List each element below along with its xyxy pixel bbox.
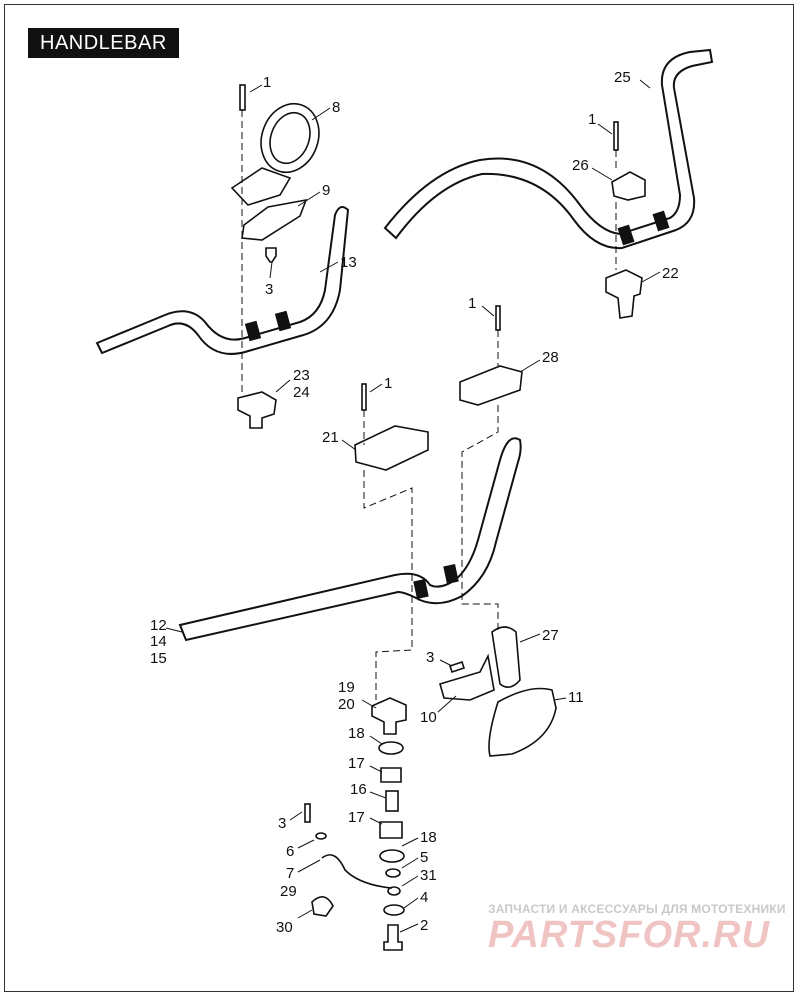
callout-11: 11 bbox=[568, 689, 584, 706]
clamp-28 bbox=[459, 365, 523, 406]
callout-4: 4 bbox=[420, 889, 428, 906]
callout-14: 14 bbox=[150, 633, 167, 650]
callout-1-a: 1 bbox=[263, 74, 271, 91]
clamp-21 bbox=[354, 425, 429, 471]
callout-27: 27 bbox=[542, 627, 559, 644]
leader-lines bbox=[165, 79, 661, 933]
callout-5: 5 bbox=[420, 849, 428, 866]
callout-7: 7 bbox=[286, 865, 294, 882]
callout-10: 10 bbox=[420, 709, 437, 726]
washer-18-upper bbox=[378, 741, 404, 755]
bolt-3-lower-left bbox=[304, 803, 311, 823]
diagram-frame bbox=[4, 4, 794, 992]
callout-25: 25 bbox=[614, 69, 631, 86]
washer-4 bbox=[383, 904, 405, 916]
part-8-clamp bbox=[230, 102, 320, 206]
callout-31: 31 bbox=[420, 867, 437, 884]
callout-23: 23 bbox=[293, 367, 310, 384]
diagram-title: HANDLEBAR bbox=[28, 28, 179, 58]
bolt-3-upper-left bbox=[265, 247, 277, 263]
bolt-2 bbox=[383, 924, 403, 951]
bolt-1-right bbox=[613, 121, 619, 151]
callout-20: 20 bbox=[338, 696, 355, 713]
callout-3-b: 3 bbox=[426, 649, 434, 666]
callout-18-a: 18 bbox=[348, 725, 365, 742]
callout-1-b: 1 bbox=[588, 111, 596, 128]
callout-26: 26 bbox=[572, 157, 589, 174]
callout-2: 2 bbox=[420, 917, 428, 934]
handlebar-13 bbox=[95, 205, 350, 355]
sleeve-16 bbox=[385, 790, 399, 812]
bushing-17-upper bbox=[380, 767, 402, 783]
callout-24: 24 bbox=[293, 384, 310, 401]
riser-19-20 bbox=[371, 697, 407, 735]
callout-16: 16 bbox=[350, 781, 367, 798]
washer-18-lower bbox=[379, 849, 405, 863]
callout-labels: 1 8 9 3 13 1 25 26 22 1 28 23 24 1 21 12… bbox=[150, 69, 679, 936]
callout-3-a: 3 bbox=[265, 281, 273, 298]
washer-5 bbox=[385, 868, 401, 878]
callout-1-d: 1 bbox=[384, 375, 392, 392]
clip-30 bbox=[311, 896, 334, 917]
callout-21: 21 bbox=[322, 429, 339, 446]
nut-31 bbox=[387, 886, 401, 896]
callout-17-a: 17 bbox=[348, 755, 365, 772]
bushing-17-lower bbox=[379, 821, 403, 839]
cable-7-29 bbox=[321, 854, 393, 889]
callout-29: 29 bbox=[280, 883, 297, 900]
riser-22 bbox=[605, 269, 643, 319]
callout-19: 19 bbox=[338, 679, 355, 696]
bolt-1-upper-left bbox=[239, 84, 246, 111]
callout-6: 6 bbox=[286, 843, 294, 860]
bolt-3-right bbox=[448, 660, 466, 674]
cover-27 bbox=[491, 626, 521, 688]
clamp-26 bbox=[611, 171, 646, 201]
callout-9: 9 bbox=[322, 182, 330, 199]
riser-23-24 bbox=[237, 391, 277, 429]
handlebar-25 bbox=[383, 48, 714, 250]
callout-22: 22 bbox=[662, 265, 679, 282]
cover-11 bbox=[488, 687, 557, 757]
callout-1-c: 1 bbox=[468, 295, 476, 312]
callout-15: 15 bbox=[150, 650, 167, 667]
watermark-tagline: ЗАПЧАСТИ И АКСЕССУАРЫ ДЛЯ МОТОТЕХНИКИ bbox=[488, 902, 786, 916]
part-9-bracket bbox=[241, 198, 308, 241]
callout-3-c: 3 bbox=[278, 815, 286, 832]
alignment-lines bbox=[241, 110, 617, 700]
bracket-10 bbox=[439, 653, 495, 701]
callout-8: 8 bbox=[332, 99, 340, 116]
callout-28: 28 bbox=[542, 349, 559, 366]
washer-6 bbox=[315, 832, 327, 840]
watermark-logo: PARTSFOR.RU bbox=[488, 914, 770, 956]
callout-12: 12 bbox=[150, 617, 167, 634]
callout-13: 13 bbox=[340, 254, 357, 271]
bolt-1-center-right bbox=[495, 305, 501, 331]
callout-30: 30 bbox=[276, 919, 293, 936]
bolt-1-center-left bbox=[361, 383, 367, 411]
callout-17-b: 17 bbox=[348, 809, 365, 826]
handlebar-12 bbox=[178, 437, 522, 642]
callout-18-b: 18 bbox=[420, 829, 437, 846]
